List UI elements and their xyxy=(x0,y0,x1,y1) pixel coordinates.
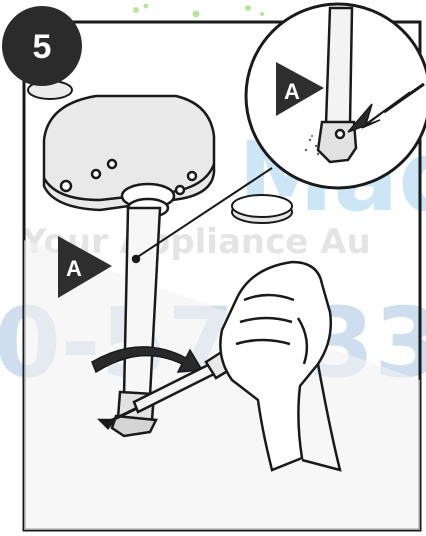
floor-shade xyxy=(24,240,420,530)
leveling-leg-housing xyxy=(44,96,214,217)
step-number-badge: 5 xyxy=(2,6,82,86)
zoom-detail: A xyxy=(246,4,426,188)
callout-label-zoom: A xyxy=(284,79,300,104)
step-number: 5 xyxy=(33,28,52,66)
decorative-dots xyxy=(133,4,264,18)
foot-pad-right xyxy=(232,195,292,223)
callout-label-main: A xyxy=(66,256,82,281)
